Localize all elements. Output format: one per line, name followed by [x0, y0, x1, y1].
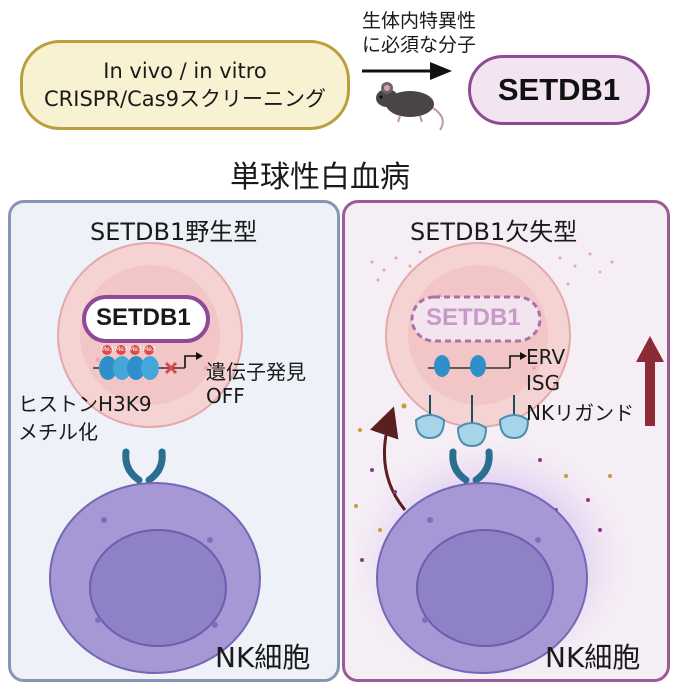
- wt-expression-label: 遺伝子発見: [206, 360, 306, 384]
- wt-gene-off-arrow: [164, 352, 203, 375]
- wt-methyl-mark-4: Me3: [143, 346, 156, 353]
- wt-methyl-mark-1: Me3: [101, 346, 114, 353]
- ko-nk-cell: [376, 482, 588, 674]
- wt-methyl-mark-3: Me3: [129, 346, 142, 353]
- setdb1-target-box: SETDB1: [468, 55, 650, 125]
- wt-nucleosomes: [93, 345, 185, 380]
- screening-line-2: CRISPR/Cas9スクリーニング: [44, 87, 326, 111]
- methyl-mark-2: [116, 345, 126, 355]
- wt-setdb1-label: SETDB1: [96, 304, 191, 331]
- screening-arrow: [362, 62, 452, 80]
- wt-methyl-mark-2: Me3: [115, 346, 128, 353]
- wt-nk-label: NK細胞: [215, 641, 311, 674]
- ko-secreted-particles: [370, 250, 614, 286]
- wt-histone-label-line-2: メチル化: [18, 420, 98, 444]
- ko-setdb1-label: SETDB1: [426, 304, 521, 331]
- ko-nk-ligands: [414, 395, 530, 448]
- ko-setdb1-protein: [410, 295, 542, 343]
- ko-activation-arrow: [370, 406, 407, 511]
- ko-gene-isg: ISG: [526, 371, 561, 395]
- methyl-mark-4: [144, 345, 154, 355]
- screening-line-1: In vivo / in vitro: [103, 59, 267, 83]
- wt-panel-title: SETDB1野生型: [90, 218, 258, 246]
- wt-setdb1-protein: [82, 295, 210, 343]
- screening-box: In vivo / in vitro CRISPR/Cas9スクリーニング: [20, 40, 350, 130]
- arrow-label-line-2: に必須な分子: [362, 34, 477, 56]
- ko-gene-nk-ligand: NKリガンド: [526, 401, 635, 425]
- ko-panel-title: SETDB1欠失型: [410, 218, 578, 246]
- upregulation-arrow: [636, 336, 664, 426]
- arrow-label-line-1: 生体内特異性: [362, 10, 477, 32]
- ko-gene-erv: ERV: [526, 345, 566, 369]
- setdb1-target-label: SETDB1: [497, 72, 621, 107]
- wt-histone-label-line-1: ヒストンH3K9: [18, 392, 152, 416]
- ko-nk-label: NK細胞: [545, 641, 641, 674]
- mouse-icon: [376, 82, 444, 131]
- methyl-mark-3: [130, 345, 140, 355]
- wt-nk-cell: [49, 482, 261, 674]
- methyl-mark-1: [102, 345, 112, 355]
- disease-title: 単球性白血病: [230, 160, 410, 195]
- wt-expression-state: OFF: [206, 384, 245, 408]
- ko-nucleosomes: [428, 352, 527, 377]
